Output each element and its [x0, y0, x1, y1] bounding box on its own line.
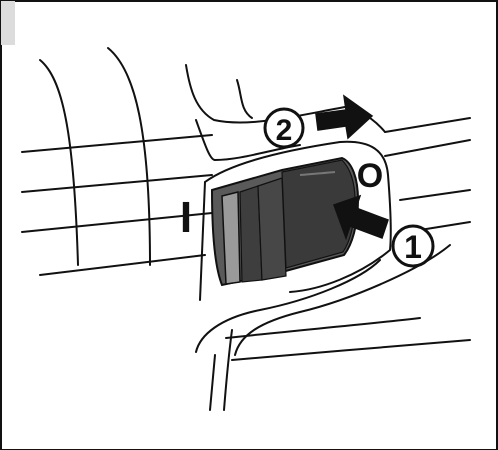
step-2-label: 2: [276, 114, 293, 147]
step-1-badge: 1: [391, 224, 435, 268]
step-1-label: 1: [404, 229, 422, 265]
arrow-icon: [333, 194, 389, 241]
on-symbol: I: [180, 193, 192, 242]
arrow-icon: [315, 94, 374, 140]
off-symbol: O: [357, 157, 383, 195]
step-2-badge: 2: [263, 107, 305, 149]
off-symbol-text: O: [357, 157, 383, 195]
on-symbol-text: I: [180, 193, 192, 242]
rocker-switch: [210, 156, 360, 287]
